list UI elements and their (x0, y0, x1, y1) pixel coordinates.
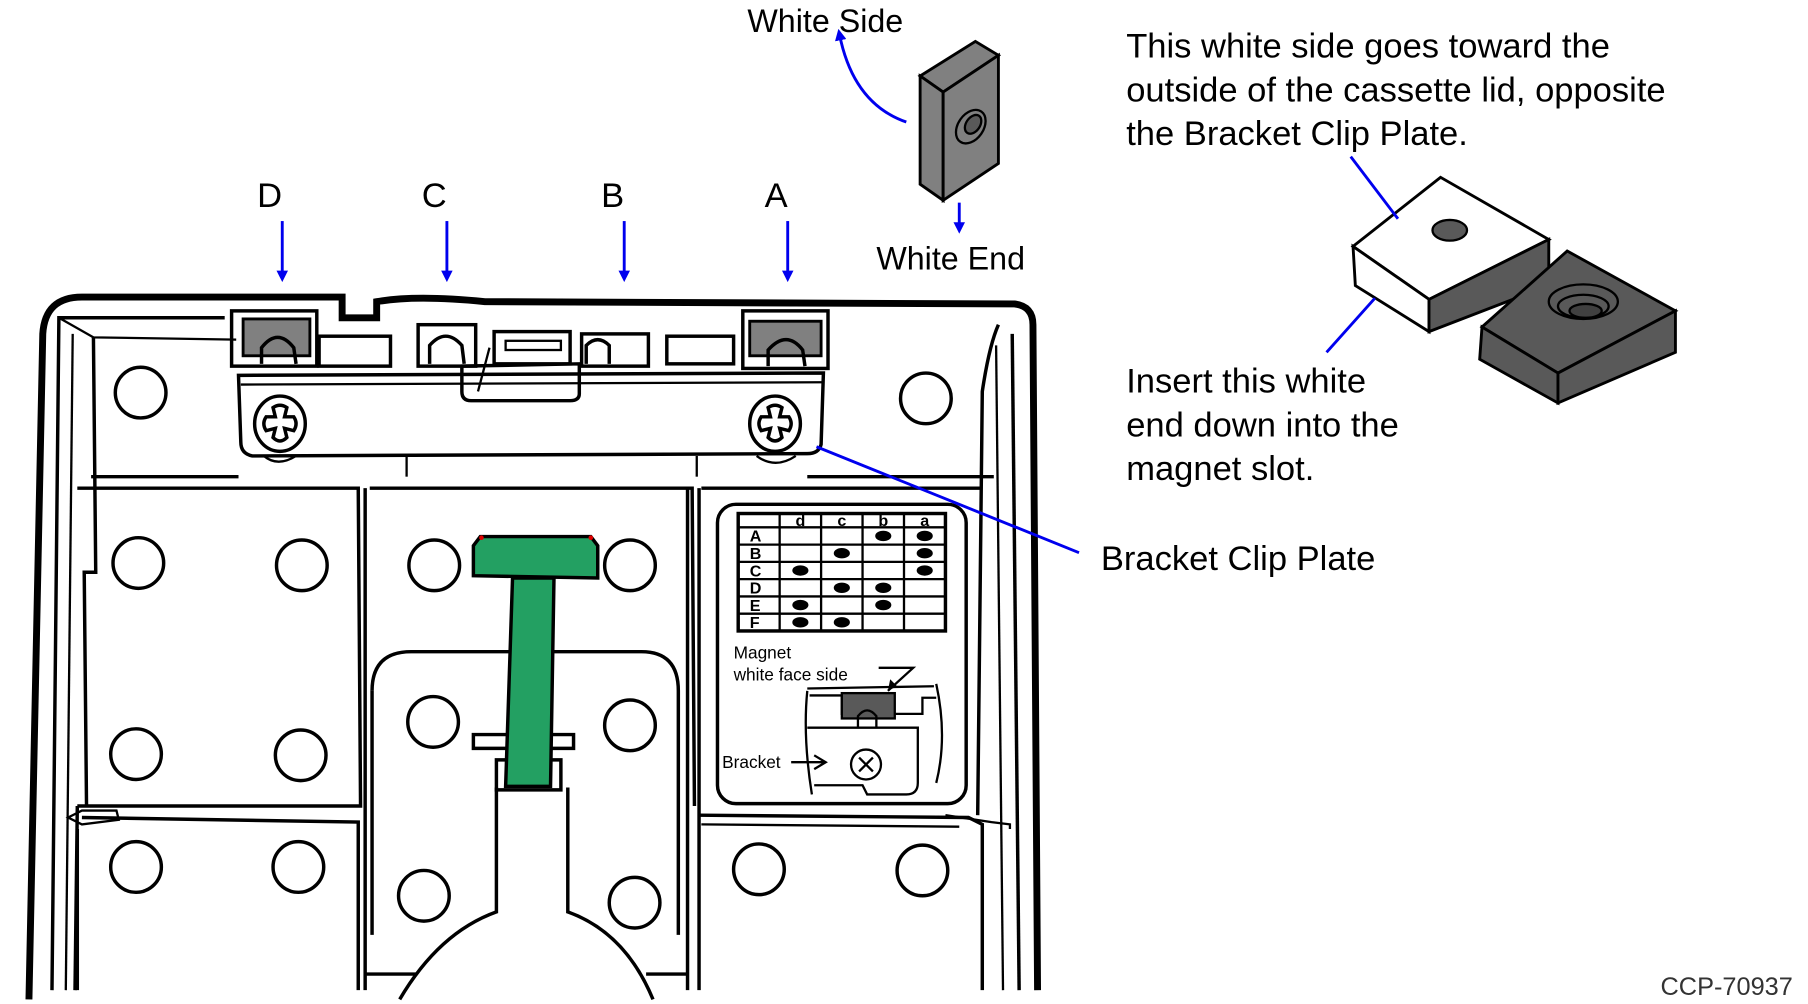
callout-bottom-line-3: magnet slot. (1126, 450, 1314, 488)
table-column-header: d (795, 512, 805, 530)
screw-right (747, 394, 803, 454)
table-dot (916, 548, 933, 559)
table-dot (916, 565, 933, 576)
lid-bevel (58, 316, 237, 341)
table-dot (833, 617, 850, 628)
slot-labels: D C B A (257, 177, 794, 283)
table-dot (833, 548, 850, 559)
inset-magnet-label-1: Magnet (734, 643, 792, 663)
lid-outer-edge (25, 293, 1042, 1000)
table-row-header: F (750, 614, 760, 632)
magnet-slot-a (741, 309, 830, 371)
lid-handle (471, 534, 600, 792)
callout-top-line-2: outside of the cassette lid, opposite (1126, 71, 1665, 109)
white-side-label: White Side (747, 3, 903, 39)
table-dot (875, 599, 892, 611)
table-column-header: c (837, 512, 846, 530)
cassette-lid (25, 293, 1042, 1001)
table-row-header: A (750, 528, 762, 546)
callout-bottom-line-2: end down into the (1126, 406, 1399, 444)
magnet-slot-d (229, 309, 319, 368)
callout-white-end: Insert this white end down into the magn… (1126, 297, 1399, 488)
table-row-header: C (750, 562, 762, 580)
magnet-slot-b (579, 332, 651, 368)
magnet-white-face (1350, 175, 1552, 335)
callout-top-line-3: the Bracket Clip Plate. (1126, 115, 1468, 153)
inset-magnet-label-2: white face side (733, 664, 848, 684)
inset-bracket-label: Bracket (722, 752, 781, 772)
table-row-header: B (750, 545, 762, 563)
table-column-header: b (878, 512, 888, 530)
magnet-slot-c (416, 322, 478, 368)
table-dot (916, 530, 933, 542)
slot-label-a: A (765, 177, 788, 215)
table-column-header: a (920, 512, 930, 530)
bracket-clip-plate (236, 347, 826, 465)
table-row-header: D (750, 580, 762, 598)
white-end-label: White End (876, 240, 1025, 276)
slot-label-b: B (601, 177, 624, 215)
white-side-arrow (835, 28, 907, 124)
callout-top-leader (1349, 155, 1400, 220)
table-dot (875, 582, 892, 593)
table-dot (792, 599, 809, 611)
callout-white-side: This white side goes toward the outside … (1126, 28, 1666, 220)
callout-bottom-leader (1325, 297, 1376, 354)
callout-bottom-line-1: Insert this white (1126, 363, 1366, 401)
figure-code: CCP-70937 (1661, 973, 1793, 1001)
lid-holes (108, 365, 953, 930)
magnet-slot-row (229, 309, 830, 465)
callout-top-line-1: This white side goes toward the (1126, 28, 1610, 66)
magnet-dark-face (1478, 249, 1679, 406)
slot-label-c: C (422, 177, 447, 215)
table-dot (792, 617, 809, 628)
table-dot (792, 565, 809, 576)
bracket-clip-plate-label: Bracket Clip Plate (1101, 540, 1375, 578)
table-dot (833, 582, 850, 593)
slot-label-d: D (257, 177, 282, 215)
table-dot (875, 530, 892, 542)
bracket-clip-plate-leader (815, 445, 1080, 554)
magnet-upright (917, 39, 1002, 204)
table-row-header: E (750, 597, 761, 615)
screw-left (252, 394, 308, 454)
